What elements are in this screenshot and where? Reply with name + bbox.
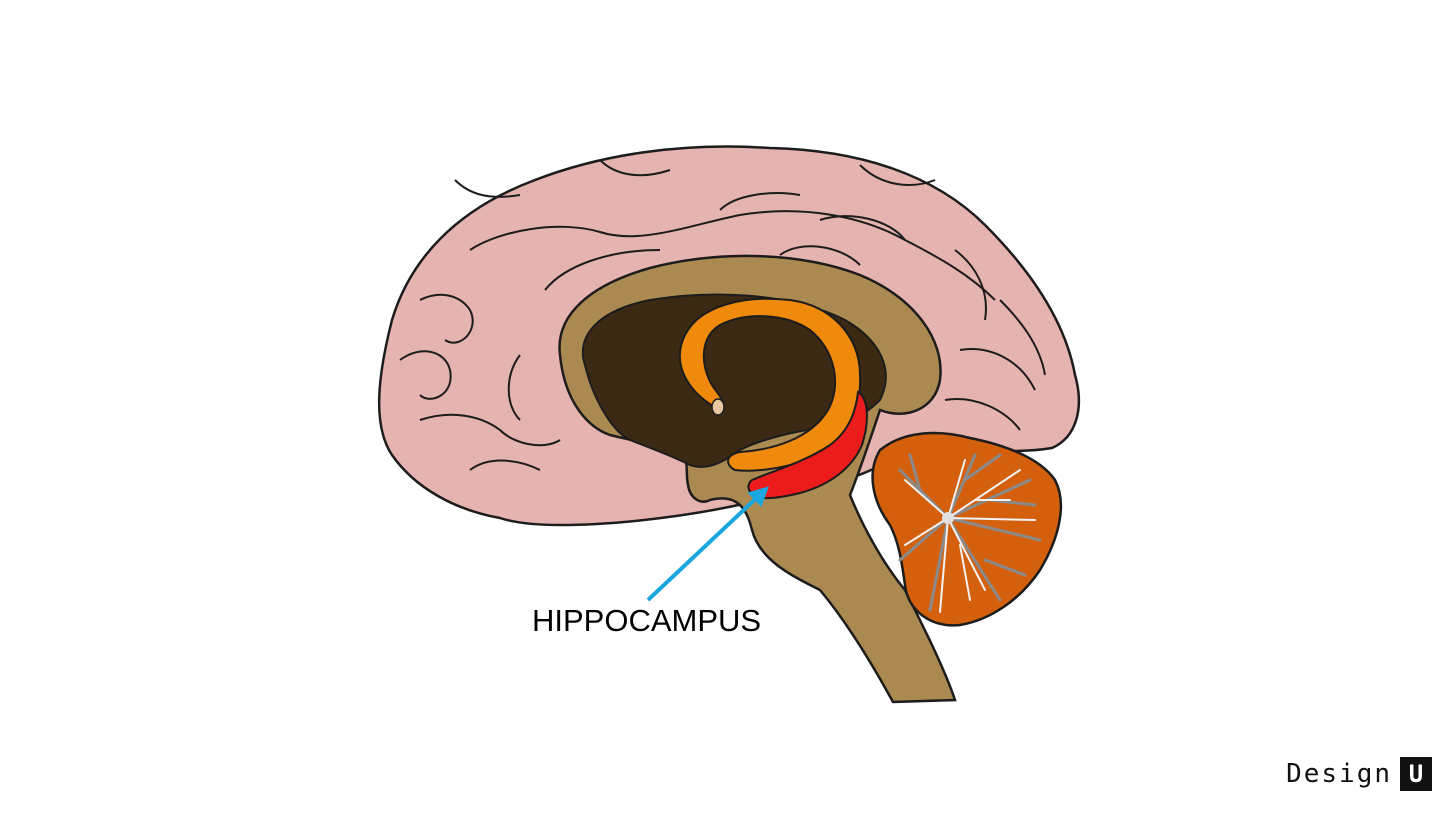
cerebellum: [871, 431, 1063, 627]
pointer-arrow: [646, 486, 769, 602]
cerebral-sulci: [399, 159, 1046, 471]
fornix: [679, 297, 862, 472]
watermark-text: Design: [1286, 759, 1392, 789]
hippocampus-label: HIPPOCAMPUS: [532, 603, 761, 638]
arbor-vitae: [898, 453, 1042, 613]
fornix-tip: [711, 398, 725, 416]
brand-watermark: Design U: [1286, 757, 1432, 791]
watermark-badge: U: [1400, 757, 1432, 791]
